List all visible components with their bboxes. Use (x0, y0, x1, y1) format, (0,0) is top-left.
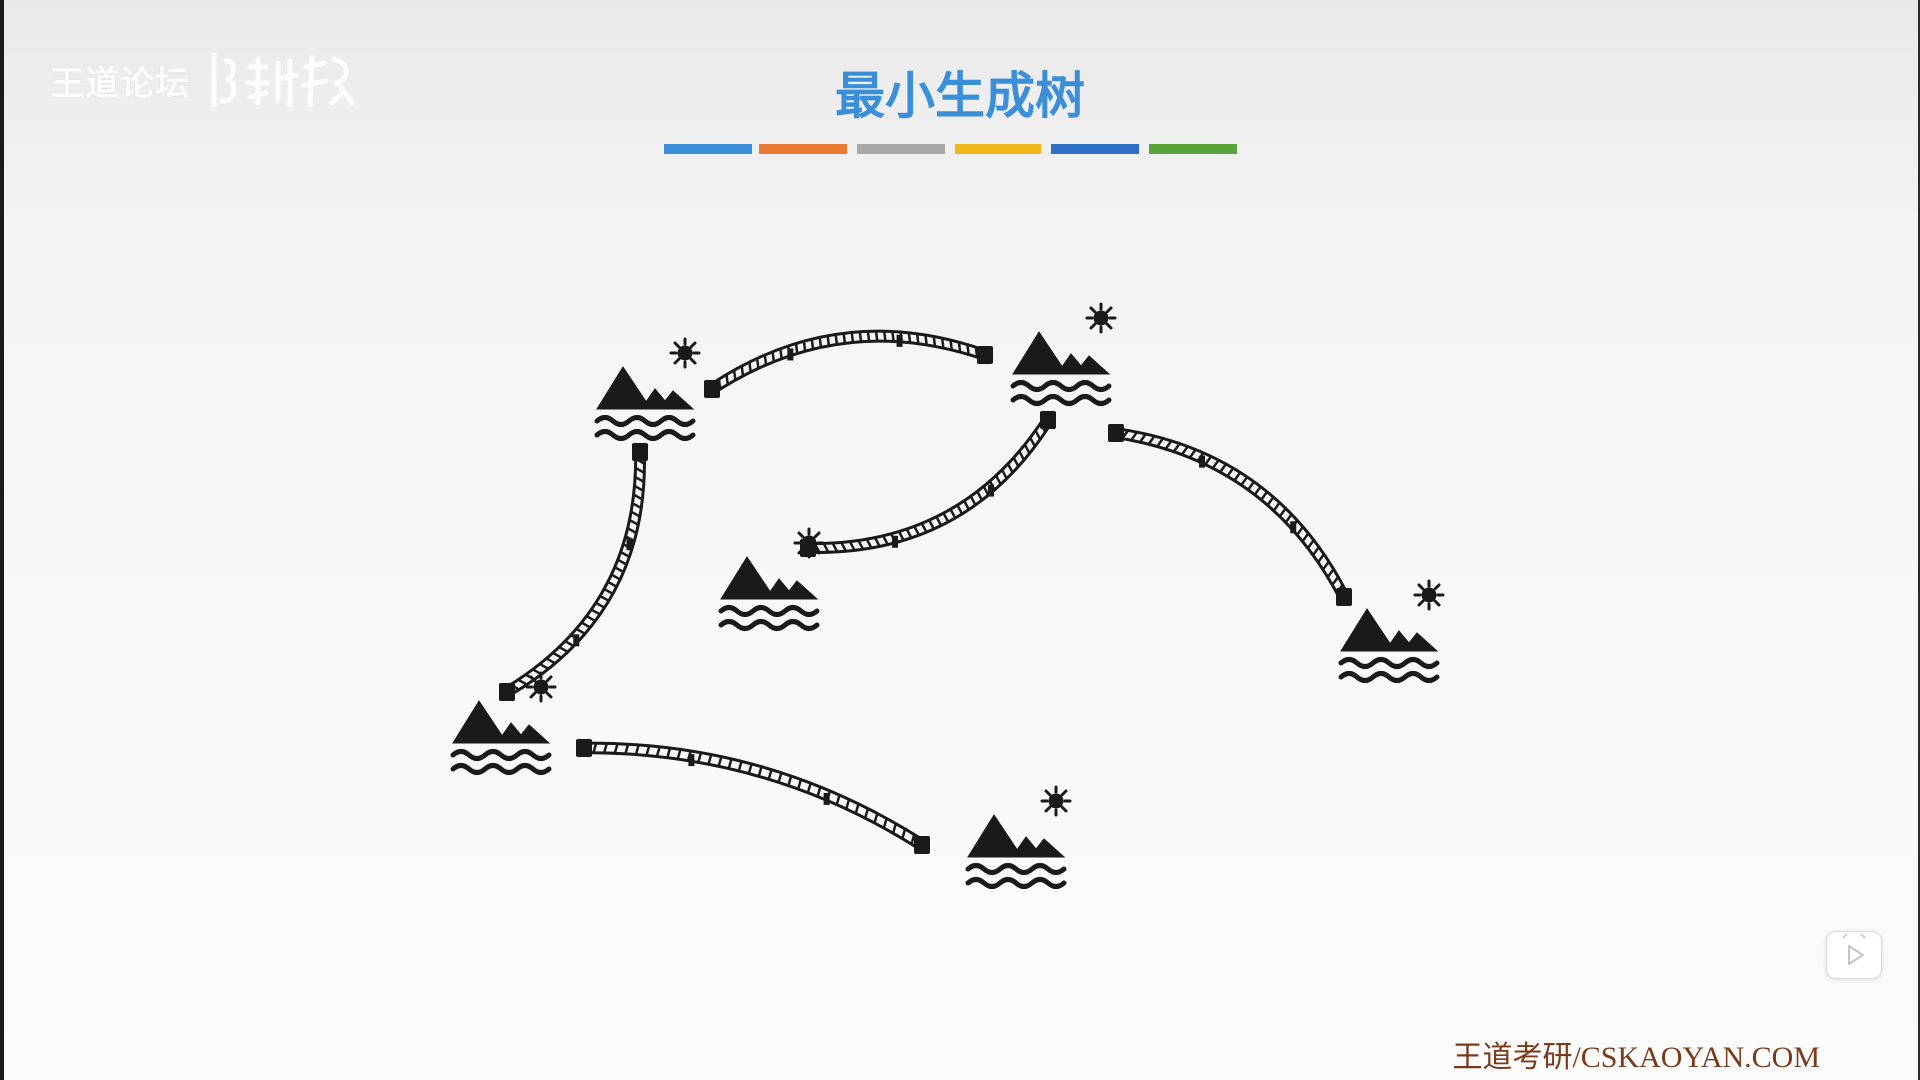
bridge-icon (704, 329, 993, 398)
right-border (1918, 0, 1920, 1080)
bridge-icon (576, 739, 930, 854)
mountain-sun-water-icon (968, 787, 1070, 887)
page-title: 最小生成树 (835, 67, 1085, 125)
play-button[interactable] (1826, 931, 1882, 979)
color-bar-gray (857, 144, 945, 154)
play-icon (1842, 933, 1866, 965)
color-bar-dark-blue (1051, 144, 1139, 154)
forum-watermark: 王道论坛 (50, 50, 356, 110)
mountain-sun-water-icon (597, 339, 699, 439)
color-bar-yellow (955, 144, 1041, 154)
color-bar-blue (664, 144, 752, 154)
mountain-sun-water-icon (1013, 304, 1115, 404)
left-border (0, 0, 4, 1080)
watermark-text: 王道论坛 (50, 63, 190, 104)
color-bar-orange (759, 144, 847, 154)
watermark-logo-icon (211, 52, 355, 108)
footer-site-text: 王道考研/CSKAOYAN.COM (1452, 1041, 1820, 1074)
bridge-icon (800, 411, 1056, 557)
bridge-icon (499, 443, 648, 701)
color-bar-green (1149, 144, 1237, 154)
mountain-sun-water-icon (721, 529, 823, 629)
mountain-sun-water-icon (1341, 581, 1443, 681)
bridge-icon (1108, 424, 1352, 606)
